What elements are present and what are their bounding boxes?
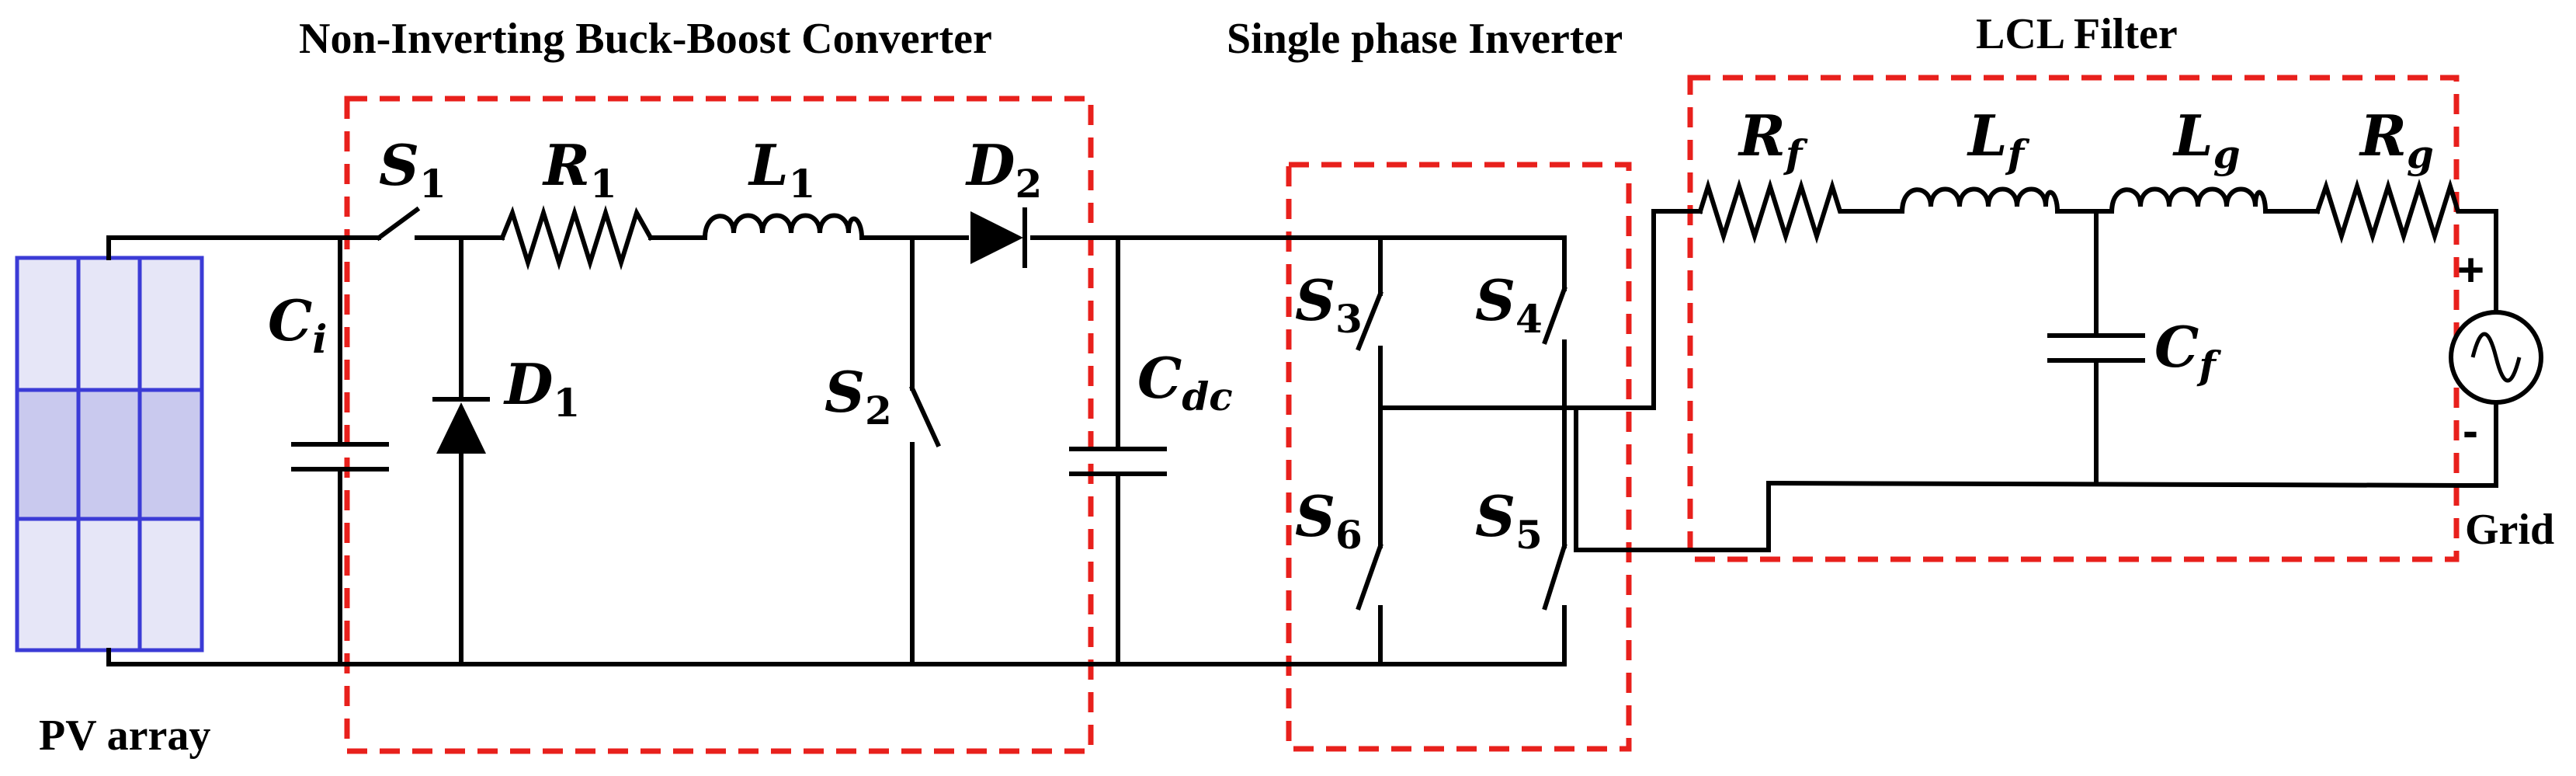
s6-switch-blade	[1356, 543, 1383, 611]
wire-pv-top	[106, 235, 381, 260]
s5-label: S5	[1475, 483, 1543, 558]
rg-resistor	[2314, 178, 2498, 313]
lg-inductor	[2109, 186, 2320, 214]
rf-resistor	[1697, 178, 1904, 245]
rf-label: Rf	[1738, 103, 1808, 177]
pv-array-panel	[15, 256, 204, 652]
s2-switch-blade	[909, 385, 941, 447]
l1-inductor	[702, 213, 865, 241]
pv-array-label: PV array	[39, 712, 210, 760]
s4-switch-blade	[1542, 286, 1567, 345]
lf-label: Lf	[1967, 103, 2030, 177]
ci-label: Ci	[268, 287, 327, 362]
r1-resistor	[499, 204, 654, 271]
inverter-boundary	[1286, 162, 1632, 752]
s3-switch-blade	[1356, 291, 1383, 351]
grid-minus-sign: -	[2463, 405, 2478, 457]
d1-label: D1	[503, 351, 580, 426]
r1-label: R1	[542, 132, 617, 207]
d2-label: D2	[965, 132, 1042, 207]
rg-label: Rg	[2359, 103, 2434, 177]
lcl-filter-boundary	[1687, 75, 2460, 562]
wire-inverter-out-b	[1562, 405, 2472, 552]
sine-wave-icon	[2470, 332, 2522, 383]
d2-diode-body	[970, 211, 1023, 264]
s3-label: S3	[1295, 267, 1363, 342]
wire-inverter-out-a	[1378, 209, 1703, 410]
s5-switch-blade	[1542, 543, 1567, 611]
lf-inductor	[1899, 186, 2114, 214]
wire-pv-bottom	[106, 648, 1567, 666]
lcl-filter-title: LCL Filter	[1976, 10, 2178, 58]
s4-label: S4	[1475, 267, 1543, 342]
grid-label: Grid	[2465, 506, 2554, 554]
buck-boost-title: Non-Inverting Buck-Boost Converter	[299, 15, 992, 63]
s1-switch-blade	[375, 206, 421, 242]
s2-label: S2	[825, 359, 892, 433]
s1-label: S1	[379, 132, 446, 207]
inverter-title: Single phase Inverter	[1227, 15, 1623, 63]
s6-label: S6	[1295, 483, 1363, 558]
d1-diode-body	[436, 402, 486, 454]
cf-label: Cf	[2154, 314, 2221, 388]
lg-label: Lg	[2172, 103, 2241, 177]
grid-plus-sign: +	[2457, 244, 2484, 296]
cdc-label: Cdc	[1137, 345, 1233, 419]
buck-boost-boundary	[344, 96, 1094, 754]
l1-label: L1	[748, 132, 815, 207]
wire-grid-return	[2467, 400, 2498, 488]
